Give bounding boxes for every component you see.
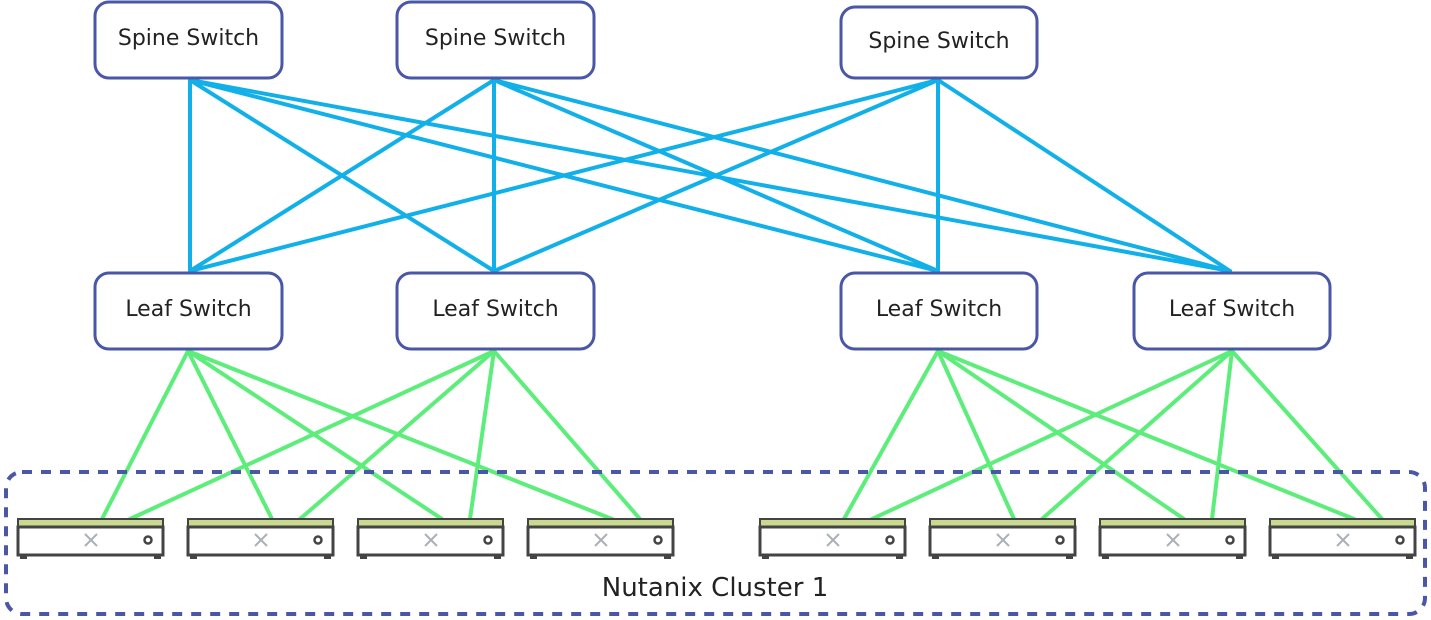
leaf-switch-box: [839, 271, 1039, 351]
power-led-icon: [1225, 535, 1235, 545]
nutanix-x-icon: [996, 533, 1010, 547]
cluster-node: [928, 518, 1077, 559]
leaf-switch-box: [93, 271, 284, 351]
cluster-node: [1098, 518, 1247, 559]
leaf-switch-label: Leaf Switch: [125, 297, 251, 322]
node-foot: [762, 555, 769, 559]
leaf-node-link: [936, 349, 1186, 521]
spine-switch[interactable]: Spine Switch: [93, 0, 284, 80]
leaf-switch-label: Leaf Switch: [432, 297, 558, 322]
spine-switch-label: Spine Switch: [425, 26, 566, 51]
spine-switch-layer: Spine Switch Spine Switch Spine Switch: [93, 0, 1039, 80]
leaf-node-link: [492, 349, 642, 521]
spine-leaf-link: [492, 78, 1232, 273]
spine-switch[interactable]: Spine Switch: [395, 0, 596, 80]
nutanix-x-icon: [1166, 533, 1180, 547]
cluster-node: [758, 518, 907, 559]
cluster-node: [356, 518, 505, 559]
leaf-switch-layer: Leaf Switch Leaf Switch Leaf Switch Leaf…: [93, 271, 1332, 351]
leaf-switch[interactable]: Leaf Switch: [93, 271, 284, 351]
node-foot: [154, 555, 161, 559]
nutanix-x-icon: [424, 533, 438, 547]
nutanix-x-icon: [594, 533, 608, 547]
node-foot: [932, 555, 939, 559]
leaf-node-links: [100, 349, 1384, 521]
node-foot: [1066, 555, 1073, 559]
power-led-icon: [143, 535, 153, 545]
cluster-node: [186, 518, 335, 559]
leaf-node-link: [298, 349, 496, 521]
node-foot: [20, 555, 27, 559]
node-chassis: [928, 525, 1077, 557]
spine-switch-box: [839, 5, 1039, 80]
power-led-icon: [1055, 535, 1065, 545]
node-foot: [896, 555, 903, 559]
leaf-node-link: [1230, 349, 1384, 521]
leaf-node-link: [842, 349, 940, 521]
power-led-icon: [483, 535, 493, 545]
cluster-node: [1268, 518, 1417, 559]
leaf-switch-label: Leaf Switch: [876, 297, 1002, 322]
node-foot: [324, 555, 331, 559]
nutanix-x-icon: [84, 533, 98, 547]
spine-leaf-link: [188, 78, 496, 273]
power-led-icon: [1395, 535, 1405, 545]
leaf-node-link: [468, 349, 496, 521]
leaf-node-link: [186, 349, 274, 521]
spine-switch-box: [93, 0, 284, 80]
cluster-boundary: [4, 470, 1427, 616]
spine-leaf-link: [492, 78, 940, 273]
leaf-switch-label: Leaf Switch: [1169, 297, 1295, 322]
node-foot: [530, 555, 537, 559]
leaf-switch-box: [395, 271, 596, 351]
leaf-node-link: [128, 349, 496, 521]
power-led-icon: [885, 535, 895, 545]
node-foot: [664, 555, 671, 559]
node-foot: [1406, 555, 1413, 559]
node-foot: [494, 555, 501, 559]
spine-switch-label: Spine Switch: [118, 26, 259, 51]
cluster-node: [16, 518, 165, 559]
node-foot: [190, 555, 197, 559]
leaf-node-link: [936, 349, 1016, 521]
nutanix-x-icon: [254, 533, 268, 547]
spine-leaf-link: [936, 78, 1232, 273]
leaf-node-link: [870, 349, 1234, 521]
node-foot: [1236, 555, 1243, 559]
node-foot: [1102, 555, 1109, 559]
leaf-switch-box: [1132, 271, 1332, 351]
spine-leaf-link: [188, 78, 940, 273]
spine-leaf-link: [188, 78, 1232, 273]
spine-switch-box: [395, 0, 596, 80]
leaf-switch[interactable]: Leaf Switch: [395, 271, 596, 351]
cluster-label: Nutanix Cluster 1: [602, 573, 829, 603]
leaf-switch[interactable]: Leaf Switch: [839, 271, 1039, 351]
nutanix-x-icon: [1336, 533, 1350, 547]
spine-switch[interactable]: Spine Switch: [839, 5, 1039, 80]
leaf-node-link: [1040, 349, 1234, 521]
node-foot: [1272, 555, 1279, 559]
node-foot: [360, 555, 367, 559]
power-led-icon: [653, 535, 663, 545]
power-led-icon: [313, 535, 323, 545]
leaf-switch[interactable]: Leaf Switch: [1132, 271, 1332, 351]
spine-leaf-links: [188, 78, 1232, 273]
cluster-nodes: [16, 518, 1417, 559]
leaf-node-link: [936, 349, 1356, 521]
leaf-node-link: [100, 349, 190, 521]
leaf-node-link: [1210, 349, 1234, 521]
spine-switch-label: Spine Switch: [868, 29, 1009, 54]
nutanix-x-icon: [826, 533, 840, 547]
cluster-node: [526, 518, 675, 559]
